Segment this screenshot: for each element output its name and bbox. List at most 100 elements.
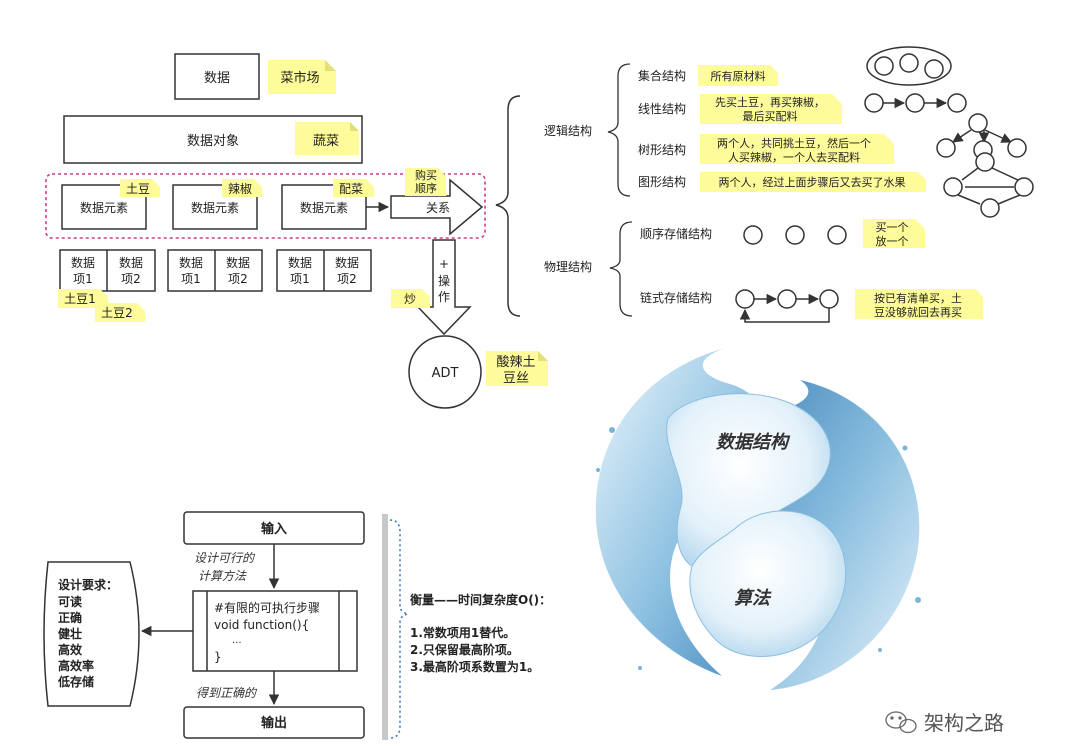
requirement-4: 高效 xyxy=(58,642,83,657)
side-dish-note-text: 配菜 xyxy=(339,182,363,196)
purchase-note-line2: 顺序 xyxy=(415,181,437,195)
physical-structure-title: 物理结构 xyxy=(544,259,592,274)
complexity-rule-3: 3.最高阶项系数置为1。 xyxy=(410,659,539,674)
purchase-order-sticky-note: 购买 顺序 xyxy=(405,168,446,196)
logic-structure-title: 逻辑结构 xyxy=(544,123,592,138)
tree-sticky-note: 两个人，共同挑土豆，然后一个 人买辣椒，一个人去买配料 xyxy=(700,134,894,164)
element-label-1: 数据元素 xyxy=(80,200,128,215)
sequential-sticky-note: 买一个 放一个 xyxy=(863,219,925,248)
requirement-1: 可读 xyxy=(58,594,82,609)
vegetable-sticky-note: 蔬菜 xyxy=(295,122,359,155)
gray-divider xyxy=(382,514,388,740)
linked-storage-label: 链式存储结构 xyxy=(640,290,712,305)
dish-note-line2: 豆丝 xyxy=(503,371,529,386)
item-1: 项1 xyxy=(73,272,93,286)
requirement-2: 正确 xyxy=(58,610,82,625)
sequential-note-line1: 买一个 xyxy=(876,221,909,234)
element-label-2: 数据元素 xyxy=(191,200,239,215)
output-label: 输出 xyxy=(261,715,287,731)
tree-diagram xyxy=(936,113,1027,160)
linear-sticky-note: 先买土豆，再买辣椒， 最后买配料 xyxy=(700,94,842,124)
item-name: 数据 xyxy=(119,255,143,270)
logic-brace xyxy=(607,63,631,197)
requirement-5: 高效率 xyxy=(58,658,94,673)
complexity-rule-2: 2.只保留最高阶项。 xyxy=(410,642,519,657)
result-text: 得到正确的 xyxy=(196,686,258,700)
linear-note-line1: 先买土豆，再买辣椒， xyxy=(715,95,825,109)
item-2: 项2 xyxy=(121,272,141,286)
data-structure-title: 数据结构 xyxy=(716,432,791,453)
watermark-text: 架构之路 xyxy=(924,711,1004,735)
requirements-title: 设计要求： xyxy=(58,577,118,592)
dish-sticky-note: 酸辣土 豆丝 xyxy=(486,351,548,386)
tree-note-line1: 两个人，共同挑土豆，然后一个 xyxy=(717,136,871,150)
relation-block-arrow xyxy=(390,178,484,236)
requirements-shape xyxy=(43,561,140,707)
item-name: 数据 xyxy=(179,255,203,270)
sequential-note-line2: 放一个 xyxy=(876,234,909,248)
linear-structure-label: 线性结构 xyxy=(638,101,686,116)
vegetable-note-text: 蔬菜 xyxy=(313,134,339,149)
tree-structure-label: 树形结构 xyxy=(638,142,686,157)
linear-note-line2: 最后买配料 xyxy=(743,109,798,123)
data-object-label: 数据对象 xyxy=(187,134,239,149)
potato-sticky-note: 土豆 xyxy=(120,179,160,197)
code-line-3: ... xyxy=(232,635,242,646)
process-box xyxy=(192,590,358,672)
data-item-group-2: 数据 项1 数据 项2 xyxy=(167,249,263,292)
data-item-group-1: 数据 项1 数据 项2 xyxy=(59,249,156,292)
linked-diagram xyxy=(735,289,839,323)
watermark: 架构之路 xyxy=(885,711,1004,735)
big-brace xyxy=(495,95,521,317)
graph-structure-label: 图形结构 xyxy=(638,174,686,189)
graph-diagram xyxy=(943,152,1034,218)
dish-note-line1: 酸辣土 xyxy=(496,355,535,370)
item-1: 项1 xyxy=(290,272,310,286)
potato1-note-text: 土豆1 xyxy=(64,292,96,306)
physical-brace xyxy=(609,221,633,317)
complexity-heading: 衡量——时间复杂度O()： xyxy=(410,592,551,607)
sequential-storage-label: 顺序存储结构 xyxy=(640,226,712,241)
requirement-6: 低存储 xyxy=(57,674,94,689)
set-diagram xyxy=(866,46,952,86)
purchase-note-line1: 购买 xyxy=(415,168,437,182)
data-item-group-3: 数据 项1 数据 项2 xyxy=(276,249,372,292)
linked-note-line1: 按已有清单买，土 xyxy=(874,291,962,305)
operation-label-2: 作 xyxy=(438,290,450,304)
data-label: 数据 xyxy=(204,71,230,86)
sequential-diagram xyxy=(743,225,847,245)
item-name: 数据 xyxy=(226,255,250,270)
item-name: 数据 xyxy=(335,255,359,270)
market-sticky-note: 菜市场 xyxy=(268,60,336,94)
relation-group-dashed xyxy=(45,173,486,239)
item-2: 项2 xyxy=(337,272,357,286)
graph-sticky-note: 两个人，经过上面步骤后又去买了水果 xyxy=(700,172,926,192)
relation-label: 关系 xyxy=(426,201,450,215)
tree-note-line2: 人买辣椒，一个人去买配料 xyxy=(728,150,860,164)
operation-label-1: 操 xyxy=(438,273,450,288)
adt-label: ADT xyxy=(432,366,459,381)
data-box xyxy=(174,53,260,100)
requirement-3: 健壮 xyxy=(58,626,82,641)
graph-note-text: 两个人，经过上面步骤后又去买了水果 xyxy=(719,176,906,189)
operation-block-arrow xyxy=(416,239,472,336)
code-line-4: } xyxy=(214,650,222,664)
adt-circle xyxy=(408,335,482,409)
algorithm-title: 算法 xyxy=(734,588,772,609)
pepper-sticky-note: 辣椒 xyxy=(222,179,262,197)
set-structure-label: 集合结构 xyxy=(638,68,686,83)
code-line-1: #有限的可执行步骤 xyxy=(214,600,320,615)
design-text-2: 计算方法 xyxy=(198,569,247,583)
potato2-sticky-note: 土豆2 xyxy=(95,303,145,322)
code-line-2: void function(){ xyxy=(214,618,309,632)
item-name: 数据 xyxy=(71,255,95,270)
linked-sticky-note: 按已有清单买，土 豆没够就回去再买 xyxy=(855,289,983,319)
complexity-rule-1: 1.常数项用1替代。 xyxy=(410,625,515,640)
stir-fry-sticky-note: 炒 xyxy=(391,289,430,308)
linked-note-line2: 豆没够就回去再买 xyxy=(874,305,962,319)
pepper-note-text: 辣椒 xyxy=(228,182,252,196)
input-label: 输入 xyxy=(261,521,287,537)
market-note-text: 菜市场 xyxy=(280,70,319,86)
